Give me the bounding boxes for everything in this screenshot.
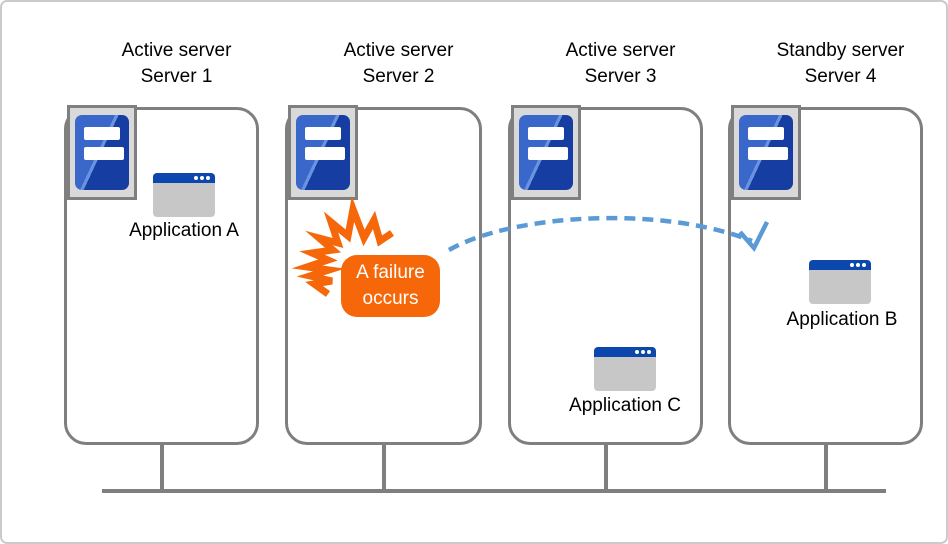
app-window-titlebar (594, 347, 656, 357)
server-tower-icon (511, 105, 581, 200)
app-window-body (809, 270, 871, 304)
app-window-body (594, 357, 656, 391)
server2-title: Active server Server 2 (300, 38, 497, 90)
window-dots-icon (194, 176, 210, 180)
failure-callout: A failure occurs (341, 255, 440, 317)
server-name-label: Server 1 (140, 66, 213, 87)
app-window-titlebar (809, 260, 871, 270)
tower-chassis (296, 115, 350, 190)
app-window-icon (594, 347, 656, 391)
server-role-label: Active server (121, 40, 232, 61)
server3-title: Active server Server 3 (523, 38, 718, 90)
server-tower-icon (288, 105, 358, 200)
tower-slot (305, 127, 341, 140)
app-label: Application B (786, 309, 898, 330)
window-dots-icon (850, 263, 866, 267)
app-window-body (153, 183, 215, 217)
network-connector-line (160, 443, 164, 491)
server-tower-icon (67, 105, 137, 200)
tower-slot (748, 127, 784, 140)
tower-slot (528, 147, 568, 160)
server4-title: Standby server Server 4 (743, 38, 938, 90)
tower-chassis (75, 115, 129, 190)
server-name-label: Server 3 (584, 66, 657, 87)
tower-chassis (519, 115, 573, 190)
app-window-titlebar (153, 173, 215, 183)
server-role-label: Active server (343, 40, 454, 61)
app-window-icon (153, 173, 215, 217)
app-label: Application C (569, 395, 681, 416)
server-name-label: Server 2 (362, 66, 435, 87)
app-label: Application A (129, 220, 239, 241)
tower-slot (305, 147, 345, 160)
network-connector-line (382, 443, 386, 491)
tower-slot (528, 127, 564, 140)
server-role-label: Standby server (776, 40, 905, 61)
tower-chassis (739, 115, 793, 190)
server-name-label: Server 4 (804, 66, 877, 87)
tower-slot (748, 147, 788, 160)
server1-title: Active server Server 1 (79, 38, 274, 90)
network-connector-line (604, 443, 608, 491)
server-tower-icon (731, 105, 801, 200)
server-role-label: Active server (565, 40, 676, 61)
app-window-icon (809, 260, 871, 304)
tower-slot (84, 147, 124, 160)
network-connector-line (824, 443, 828, 491)
network-bus-line (102, 489, 886, 493)
tower-slot (84, 127, 120, 140)
window-dots-icon (635, 350, 651, 354)
